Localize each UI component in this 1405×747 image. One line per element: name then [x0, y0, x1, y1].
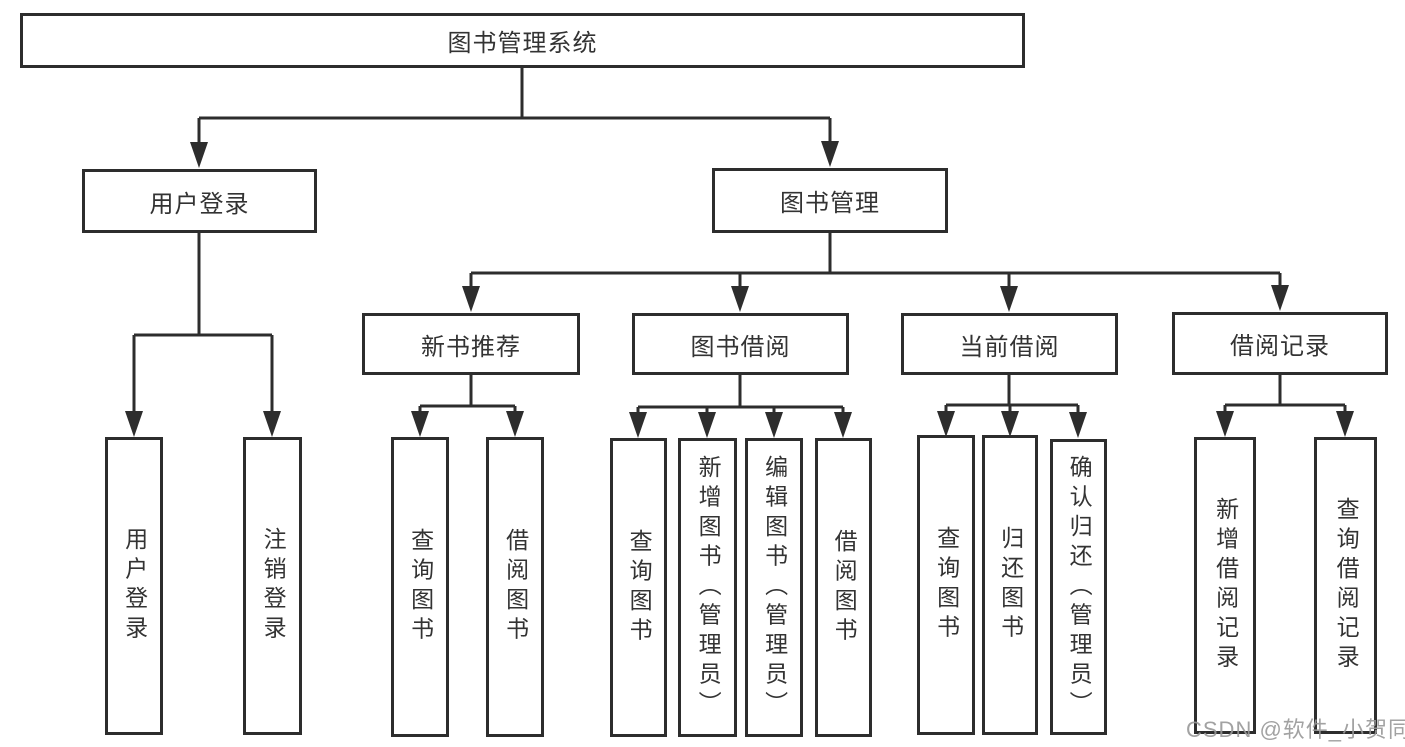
leaf-borrow-books-recommend: 借阅图书	[486, 437, 544, 737]
leaf-add-borrow-record: 新增借阅记录	[1194, 437, 1256, 734]
node-label: 图书管理	[780, 190, 880, 217]
arrow-down-icon	[1336, 411, 1354, 437]
arrow-down-icon	[125, 411, 143, 437]
node-label: 当前借阅	[959, 333, 1060, 361]
leaf-return-books: 归还图书	[982, 435, 1038, 735]
arrow-down-icon	[1271, 285, 1289, 311]
arrow-down-icon	[834, 412, 852, 438]
leaf-query-borrow-record: 查询借阅记录	[1314, 437, 1377, 734]
leaf-add-books-admin: 新增图书（管理员）	[678, 438, 737, 737]
arrow-down-icon	[1001, 411, 1019, 437]
node-new-book-recommendation: 新书推荐	[362, 313, 580, 375]
leaf-confirm-return-admin: 确认归还（管理员）	[1050, 439, 1107, 735]
leaf-label: 确认归还（管理员）	[1066, 454, 1093, 720]
arrow-down-icon	[190, 142, 208, 168]
arrow-down-icon	[1000, 286, 1018, 312]
leaf-query-books-recommend: 查询图书	[391, 437, 449, 737]
arrow-down-icon	[821, 141, 839, 167]
arrow-down-icon	[731, 286, 749, 312]
leaf-borrow-books: 借阅图书	[815, 438, 872, 737]
leaf-label: 编辑图书（管理员）	[761, 455, 788, 720]
node-current-borrowing: 当前借阅	[901, 313, 1118, 375]
leaf-query-books-borrowing: 查询图书	[610, 438, 667, 737]
arrow-down-icon	[411, 411, 429, 437]
arrowhead-icons	[125, 141, 1354, 438]
leaf-query-books-current: 查询图书	[917, 435, 975, 735]
arrow-down-icon	[263, 411, 281, 437]
csdn-watermark: CSDN @软件_小贺同学	[1186, 717, 1405, 742]
leaf-edit-books-admin: 编辑图书（管理员）	[745, 438, 803, 737]
node-library-management-system: 图书管理系统	[20, 13, 1025, 68]
node-user-login-module: 用户登录	[82, 169, 317, 233]
arrow-down-icon	[462, 286, 480, 312]
leaf-user-login: 用户登录	[105, 437, 163, 735]
node-label: 图书管理系统	[447, 30, 598, 57]
arrow-down-icon	[765, 412, 783, 438]
leaf-label: 新增借阅记录	[1212, 497, 1239, 674]
node-borrowing-records: 借阅记录	[1172, 312, 1388, 375]
leaf-label: 借阅图书	[502, 528, 529, 646]
node-book-management-module: 图书管理	[712, 168, 948, 233]
connector-lines	[132, 68, 1347, 415]
leaf-label: 查询图书	[933, 526, 960, 644]
leaf-label: 查询图书	[407, 528, 434, 646]
node-label: 新书推荐	[421, 333, 521, 361]
node-label: 图书借阅	[690, 333, 791, 361]
leaf-label: 注销登录	[260, 527, 287, 645]
node-book-borrowing: 图书借阅	[632, 313, 849, 375]
leaf-label: 查询借阅记录	[1333, 497, 1360, 674]
arrow-down-icon	[1069, 412, 1087, 438]
arrow-down-icon	[698, 412, 716, 438]
arrow-down-icon	[506, 411, 524, 437]
leaf-label: 用户登录	[121, 527, 148, 645]
leaf-label: 借阅图书	[831, 528, 858, 647]
node-label: 借阅记录	[1230, 333, 1330, 360]
leaf-label: 查询图书	[626, 528, 653, 647]
arrow-down-icon	[1216, 411, 1234, 437]
leaf-label: 新增图书（管理员）	[695, 455, 722, 720]
arrow-down-icon	[937, 411, 955, 437]
leaf-logout: 注销登录	[243, 437, 302, 735]
leaf-label: 归还图书	[997, 526, 1024, 644]
arrow-down-icon	[629, 412, 647, 438]
node-label: 用户登录	[149, 190, 250, 218]
